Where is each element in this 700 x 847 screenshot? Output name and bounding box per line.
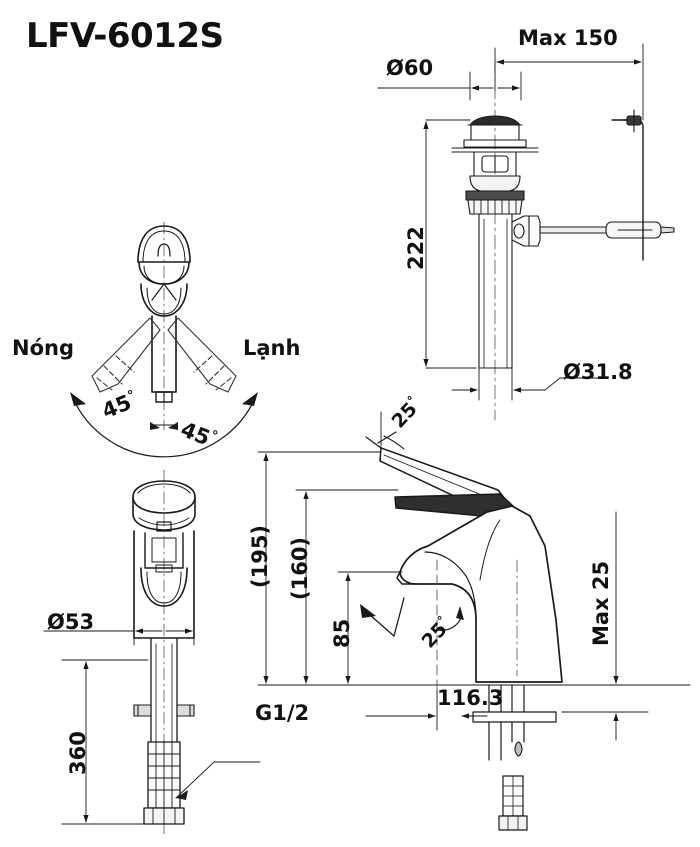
dimension-label-d31-8: Ø31.8 xyxy=(563,360,633,384)
dimension-label-360: 360 xyxy=(66,731,90,775)
handle-rotation-geometry xyxy=(70,221,258,458)
dimension-label-222: 222 xyxy=(404,226,428,270)
dimension-label-d60: Ø60 xyxy=(386,56,434,80)
side-view-dimension-lines xyxy=(257,411,649,745)
faucet-front-geometry xyxy=(132,469,196,836)
label-cold: Lạnh xyxy=(243,336,301,360)
drain-dimension-lines xyxy=(377,43,644,401)
dimension-label-85: 85 xyxy=(330,618,354,648)
faucet-side-geometry xyxy=(257,431,691,831)
dimension-label-160: (160) xyxy=(288,536,312,600)
callout-label-g12: G1/2 xyxy=(255,701,310,725)
dimension-label-max150: Max 150 xyxy=(518,26,618,50)
label-hot: Nóng xyxy=(12,336,74,360)
dimension-label-max25: Max 25 xyxy=(589,560,613,646)
front-view-dimension-lines xyxy=(43,617,261,825)
drain-assembly-geometry xyxy=(451,59,675,421)
dimension-label-d53: Ø53 xyxy=(47,610,95,634)
dimension-label-116-3: 116.3 xyxy=(437,686,504,710)
dimension-label-195: (195) xyxy=(248,524,272,588)
page-title: LFV-6012S xyxy=(26,16,224,56)
